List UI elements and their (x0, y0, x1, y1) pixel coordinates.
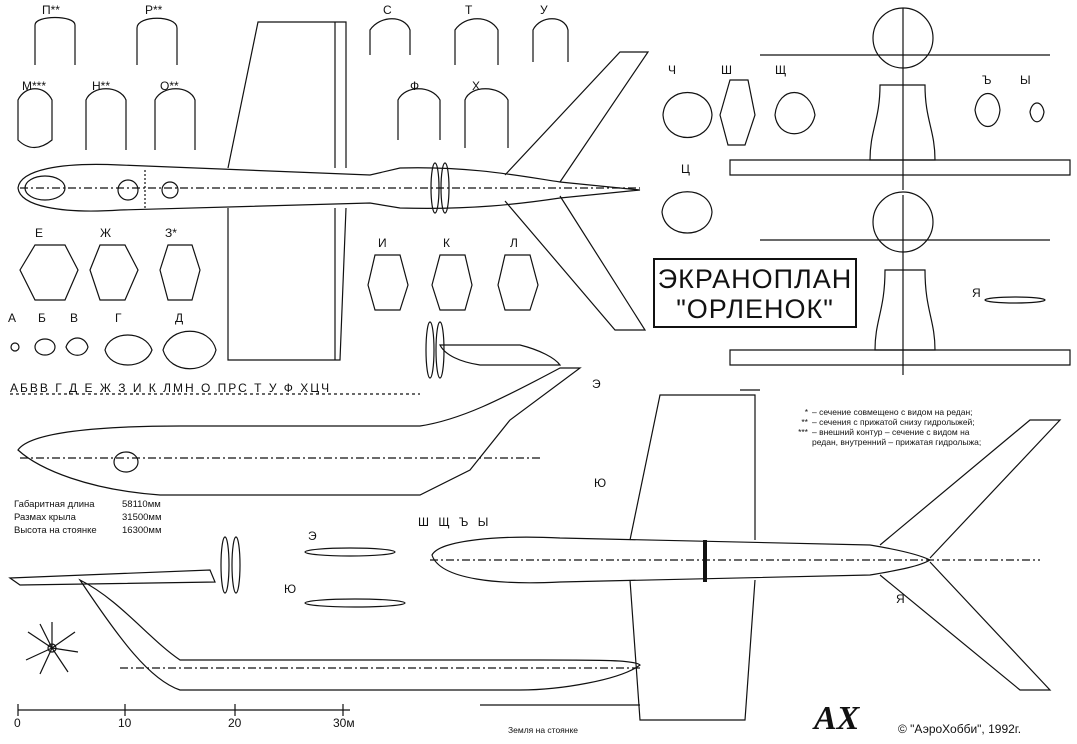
legend-notes: * – сечение совмещено с видом на редан; *… (792, 407, 992, 447)
note-text: – внешний контур – сечение с видом на ре… (812, 427, 982, 447)
note-text: – сечения с прижатой снизу гидролыжей; (812, 417, 975, 427)
ground-label: Земля на стоянке (508, 725, 579, 735)
section-label-ch: Ч (668, 63, 676, 77)
section-label-ts: Ц (681, 162, 690, 176)
note-mark: *** (798, 427, 808, 437)
title-box: ЭКРАНОПЛАН "ОРЛЕНОК" (653, 258, 857, 328)
section-label-k: К (443, 236, 450, 250)
section-label-f: Ф (410, 79, 420, 93)
dimension-value: 31500мм (122, 512, 162, 523)
plan-label-e: Э (592, 377, 601, 391)
note-mark: * (804, 407, 808, 417)
section-label-a: А (8, 311, 17, 325)
station-line-labels: АБВВ Г Д Е Ж З И К ЛМН О ПРС Т У Ф ХЦЧ (10, 381, 332, 395)
section-label-r: Р** (145, 3, 163, 17)
publisher-logo: АХ (814, 700, 860, 737)
section-label-shch: Щ (775, 63, 787, 77)
title-line-2: "ОРЛЕНОК" (676, 294, 834, 324)
plan-label-yu: Ю (594, 476, 607, 490)
note-mark: ** (801, 417, 808, 427)
scale-label-30: 30м (333, 716, 355, 730)
section-label-ya: Я (972, 286, 981, 300)
section-label-n: Н** (92, 79, 111, 93)
section-label-o: О** (160, 79, 179, 93)
dimensions-table: Габаритная длина 58110мм Размах крыла 3150… (14, 498, 161, 537)
section-label-g: Г (115, 311, 122, 325)
plan-view-top (17, 21, 650, 361)
section-label-hard: Ъ (982, 73, 992, 87)
section-label-kh: Х (472, 79, 481, 93)
label-e-section: Э (308, 529, 317, 543)
side-view-bottom (8, 536, 641, 706)
propeller-front-view (25, 622, 79, 675)
note-text: – сечение совмещено с видом на редан; (812, 407, 973, 417)
label-yu-section: Ю (284, 582, 297, 596)
dimension-row: Размах крыла 31500мм (14, 511, 161, 524)
side-view-middle (10, 321, 582, 496)
title-line-1: ЭКРАНОПЛАН (657, 264, 853, 294)
copyright-text: © "АэроХобби", 1992г. (898, 722, 1022, 736)
section-label-zh: Ж (100, 226, 112, 240)
section-label-i: И (378, 236, 387, 250)
section-label-t: Т (465, 3, 473, 17)
section-label-d: Д (175, 311, 184, 325)
front-views (729, 7, 1071, 375)
dimension-label: Размах крыла (14, 512, 76, 523)
section-label-l: Л (510, 236, 518, 250)
section-label-u: У (540, 3, 548, 17)
section-label-s: С (383, 3, 392, 17)
section-label-e: Е (35, 226, 44, 240)
section-label-y: Ы (1020, 73, 1031, 87)
note-row: ** – сечения с прижатой снизу гидролыжей; (792, 417, 992, 427)
dimension-value: 58110мм (122, 499, 161, 510)
scale-label-0: 0 (14, 716, 21, 730)
dimension-label: Габаритная длина (14, 499, 95, 510)
dimension-row: Габаритная длина 58110мм (14, 498, 161, 511)
dimension-value: 16300мм (122, 525, 162, 536)
note-row: *** – внешний контур – сечение с видом на… (792, 427, 992, 447)
dimension-row: Высота на стоянке 16300мм (14, 524, 161, 537)
section-label-z: З* (165, 226, 177, 240)
section-label-p: П** (42, 3, 60, 17)
note-row: * – сечение совмещено с видом на редан; (792, 407, 992, 417)
scale-bar (17, 704, 350, 716)
scale-label-20: 20 (228, 716, 242, 730)
dimension-label: Высота на стоянке (14, 525, 97, 536)
rear-station-labels: Ш Щ Ъ Ы (418, 515, 492, 529)
section-label-b: Б (38, 311, 46, 325)
plan-view-bottom (430, 389, 1062, 721)
plan-label-ya: Я (896, 592, 905, 606)
scale-label-10: 10 (118, 716, 132, 730)
section-label-sh: Ш (721, 63, 732, 77)
section-label-v: В (70, 311, 79, 325)
cross-sections (10, 16, 1046, 608)
section-label-m: М*** (22, 79, 47, 93)
